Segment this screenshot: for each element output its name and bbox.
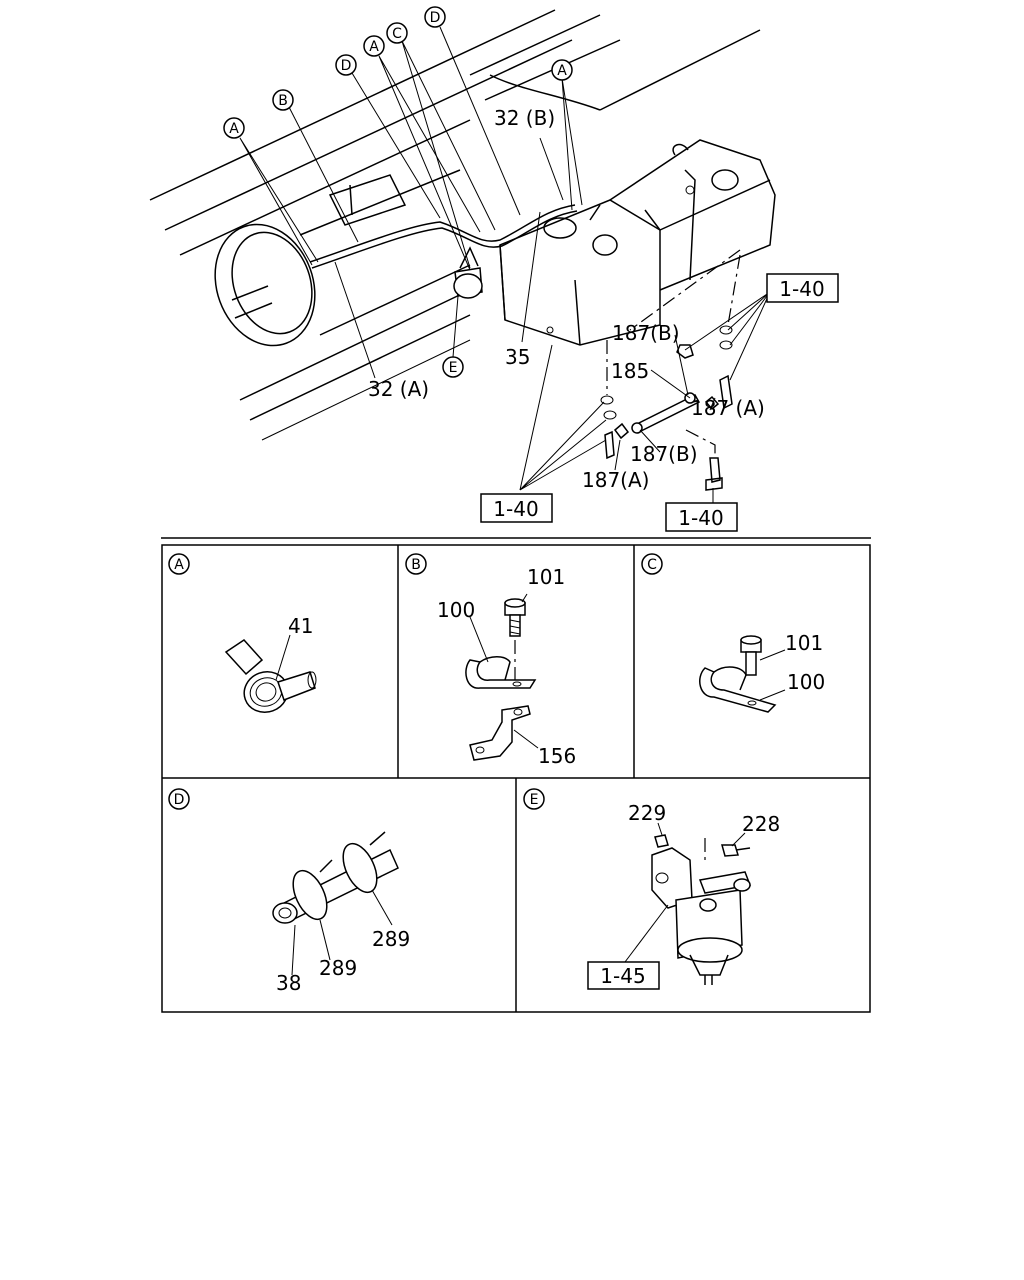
detail-e-label-229: 229	[628, 801, 666, 825]
svg-text:B: B	[278, 93, 288, 109]
detail-tag-circle-e	[523, 788, 545, 810]
detail-d-label-38: 38	[276, 971, 301, 995]
svg-text:A: A	[557, 63, 567, 79]
svg-text:A: A	[229, 121, 239, 137]
detail-panel-c: C 101 100	[641, 553, 825, 713]
detail-d-label-289-left: 289	[319, 956, 357, 980]
detail-panel-b: B 101 100 156	[405, 553, 576, 768]
detail-tag-d: D	[174, 792, 185, 808]
detail-panel-d: D 289 289 38	[168, 788, 410, 995]
ref-box-top-right: 1-40	[766, 273, 839, 303]
detail-b-label-100: 100	[437, 598, 475, 622]
callout-circle-a1: A	[223, 117, 245, 139]
detail-tag-circle-d	[168, 788, 190, 810]
svg-text:1-40: 1-40	[493, 497, 538, 521]
detail-e-label-228: 228	[742, 812, 780, 836]
detail-panels-grid	[161, 544, 871, 1013]
svg-text:E: E	[449, 360, 458, 376]
detail-a-label-41: 41	[288, 614, 313, 638]
svg-text:1-40: 1-40	[678, 506, 723, 530]
label-32b: 32 (B)	[494, 106, 555, 130]
callout-circle-c1: C	[386, 22, 408, 44]
label-185: 185	[611, 359, 649, 383]
label-187b-top: 187(B)	[612, 321, 680, 345]
detail-tag-circle-b	[405, 553, 427, 575]
detail-b-label-156: 156	[538, 744, 576, 768]
callout-circle-a2: A	[363, 35, 385, 57]
detail-b-label-101: 101	[527, 565, 565, 589]
svg-text:A: A	[369, 39, 379, 55]
detail-tag-c: C	[647, 557, 657, 573]
svg-text:C: C	[392, 26, 402, 42]
detail-e-ref-box-label: 1-45	[600, 964, 645, 988]
label-187a-bottom: 187(A)	[582, 468, 649, 492]
label-187b-mid: 187(B)	[630, 442, 698, 466]
ref-box-bottom-left: 1-40	[480, 493, 553, 523]
callout-circle-a3: A	[551, 59, 573, 81]
callout-circle-d2: D	[424, 6, 446, 28]
detail-d-label-289-right: 289	[372, 927, 410, 951]
detail-tag-circle-c	[641, 553, 663, 575]
detail-c-label-100: 100	[787, 670, 825, 694]
svg-text:1-40: 1-40	[779, 277, 824, 301]
detail-panel-e: E 229 228 1-45	[523, 788, 780, 990]
label-32a: 32 (A)	[368, 377, 429, 401]
detail-c-label-101: 101	[785, 631, 823, 655]
detail-panel-a: A 41	[168, 553, 317, 713]
svg-text:D: D	[341, 58, 352, 74]
callout-circle-d1: D	[335, 54, 357, 76]
detail-tag-circle-a	[168, 553, 190, 575]
detail-tag-e: E	[530, 792, 539, 808]
main-assembly-illustration	[149, 9, 776, 505]
detail-tag-b: B	[411, 557, 421, 573]
callout-circle-e1: E	[442, 356, 464, 378]
ref-box-bottom-right: 1-40	[665, 502, 738, 532]
label-187a-right: 187 (A)	[691, 396, 765, 420]
detail-tag-a: A	[174, 557, 184, 573]
svg-text:D: D	[430, 10, 441, 26]
detail-e-ref-box: 1-45	[587, 961, 660, 990]
label-35: 35	[505, 345, 530, 369]
callout-circle-b1: B	[272, 89, 294, 111]
